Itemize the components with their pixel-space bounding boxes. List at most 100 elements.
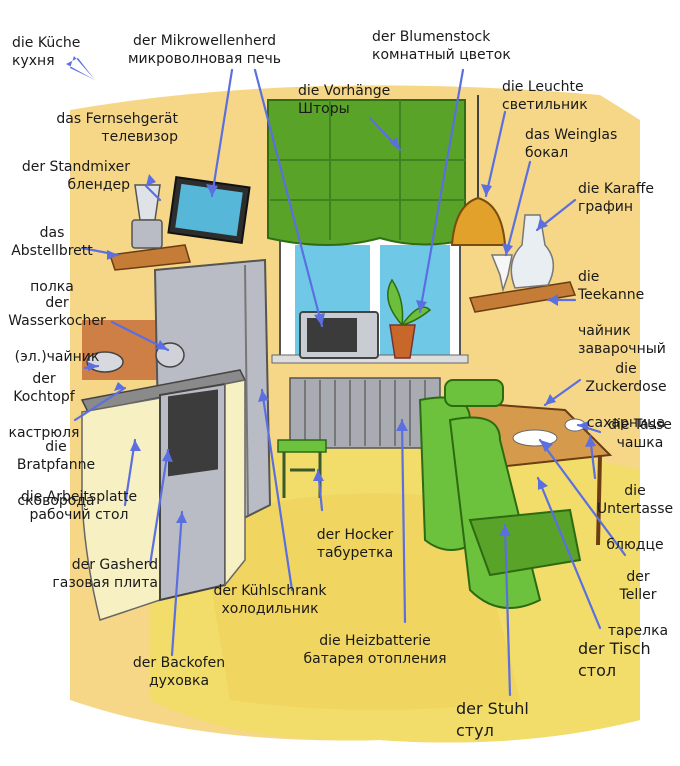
label-ru: стул <box>456 721 494 740</box>
label-tasse: die Tasse чашка <box>600 416 680 452</box>
label-de: das Abstellbrett <box>11 225 93 259</box>
microwave-door <box>307 318 357 352</box>
label-ru: Шторы <box>298 101 350 117</box>
label-backofen: der Backofen духовка <box>124 654 234 690</box>
label-untertasse: die Untertasse блюдце <box>590 464 680 572</box>
label-teller: der Teller тарелка <box>598 550 678 658</box>
label-de: die Bratpfanne <box>16 439 96 473</box>
label-de: der Wasserkocher <box>8 295 106 329</box>
label-ru: полка <box>30 279 74 295</box>
cabinet-left <box>81 397 161 621</box>
label-wasserkocher: der Wasserkocher (эл.)чайник <box>2 276 112 384</box>
label-de: die Untertasse <box>596 483 674 517</box>
lamp-shade <box>450 196 507 246</box>
label-vorhaenge: die Vorhänge Шторы <box>298 82 390 118</box>
pointer-lines <box>73 68 627 697</box>
label-ru: табуретка <box>316 545 394 561</box>
label-kueche: die Küche кухня <box>12 34 80 70</box>
label-ru: холодильник <box>221 601 319 617</box>
label-de: der Mikrowellenherd <box>133 33 277 49</box>
label-ru: кастрюля <box>8 425 80 441</box>
label-arbeitsplatte: die Arbeitsplatte рабочий стол <box>12 488 146 524</box>
oven-window <box>168 389 218 477</box>
curtain-folds <box>270 100 465 240</box>
stool-seat <box>277 439 327 453</box>
label-leuchte: die Leuchte светильник <box>502 78 588 114</box>
label-ru: кухня <box>12 53 55 69</box>
blender-base <box>131 219 163 249</box>
label-de: das Fernsehgerät <box>56 111 178 127</box>
label-ru: чайник заварочный <box>578 323 666 357</box>
label-ru: графин <box>578 199 634 215</box>
carafe <box>510 214 554 289</box>
label-de: der Hocker <box>316 527 394 543</box>
label-weinglas: das Weinglas бокал <box>525 126 617 162</box>
label-heizbatterie: die Heizbatterie батарея отопления <box>292 632 458 668</box>
label-standmixer: der Standmixer блендер <box>8 158 130 194</box>
label-zuckerdose: die Zuckerdose сахарница <box>578 342 674 450</box>
label-ru: стол <box>578 661 617 680</box>
label-mikrowelle: der Mikrowellenherd микроволновая печь <box>128 32 281 68</box>
label-kochtopf: der Kochtopf кастрюля <box>4 352 84 460</box>
label-ru: бокал <box>525 145 569 161</box>
label-de: der Standmixer <box>21 159 130 175</box>
flower-leaves <box>387 278 432 326</box>
tv-screen <box>175 183 243 237</box>
label-teekanne: die Teekanne чайник заварочный <box>578 250 666 376</box>
label-ru: светильник <box>502 97 588 113</box>
label-hocker: der Hocker табуретка <box>300 526 410 562</box>
label-abstellbrett: das Abstellbrett полка <box>4 206 100 314</box>
chair-seat <box>468 508 582 577</box>
label-de: die Teekanne <box>578 269 645 303</box>
label-ru: газовая плита <box>52 575 158 591</box>
label-de: der Backofen <box>132 655 226 671</box>
label-de: die Arbeitsplatte <box>20 489 138 505</box>
label-ru: духовка <box>148 673 210 689</box>
label-de: die Vorhänge <box>298 83 391 99</box>
label-ru: микроволновая печь <box>128 51 282 67</box>
label-ru: тарелка <box>607 623 669 639</box>
label-ru: (эл.)чайник <box>14 349 100 365</box>
label-de: der Teller <box>619 569 657 603</box>
label-ru: чашка <box>616 435 664 451</box>
curtain-shape <box>267 99 466 246</box>
label-ru: рабочий стол <box>29 507 129 523</box>
label-de: der Tisch <box>578 639 651 658</box>
wine-glass <box>490 254 513 293</box>
label-gasherd: der Gasherd газовая плита <box>40 556 158 592</box>
label-de: der Gasherd <box>71 557 158 573</box>
label-de: die Leuchte <box>502 79 584 95</box>
right-shelf <box>468 281 577 313</box>
label-blumenstock: der Blumenstock комнатный цветок <box>372 28 511 64</box>
flower-pot <box>389 324 416 359</box>
label-de: der Blumenstock <box>372 29 491 45</box>
label-de: der Stuhl <box>456 699 529 718</box>
label-de: die Karaffe <box>578 181 654 197</box>
label-de: die Zuckerdose <box>585 361 667 395</box>
label-ru: блендер <box>67 177 130 193</box>
label-de: das Weinglas <box>525 127 618 143</box>
chair-back-right <box>444 379 504 407</box>
label-ru: блюдце <box>606 537 664 553</box>
label-ru: сахарница <box>586 415 666 431</box>
label-tisch: der Tisch стол <box>578 638 651 682</box>
cabinet-right <box>224 379 246 588</box>
label-de: die Tasse <box>608 417 672 433</box>
label-de: die Küche <box>12 35 81 51</box>
label-ru: комнатный цветок <box>372 47 511 63</box>
label-de: der Kochtopf <box>13 371 75 405</box>
label-ru: сковорода <box>17 493 95 509</box>
label-kuehlschrank: der Kühlschrank холодильник <box>196 582 344 618</box>
label-fernseher: das Fernsehgerät телевизор <box>40 110 178 146</box>
label-bratpfanne: die Bratpfanne сковорода <box>8 420 104 528</box>
label-de: die Heizbatterie <box>319 633 431 649</box>
label-ru: телевизор <box>101 129 178 145</box>
label-stuhl: der Stuhl стул <box>456 698 529 742</box>
label-karaffe: die Karaffe графин <box>578 180 654 216</box>
pointer-heads <box>66 56 596 536</box>
label-ru: батарея отопления <box>303 651 447 667</box>
fridge-divider <box>244 264 249 516</box>
label-de: der Kühlschrank <box>213 583 327 599</box>
